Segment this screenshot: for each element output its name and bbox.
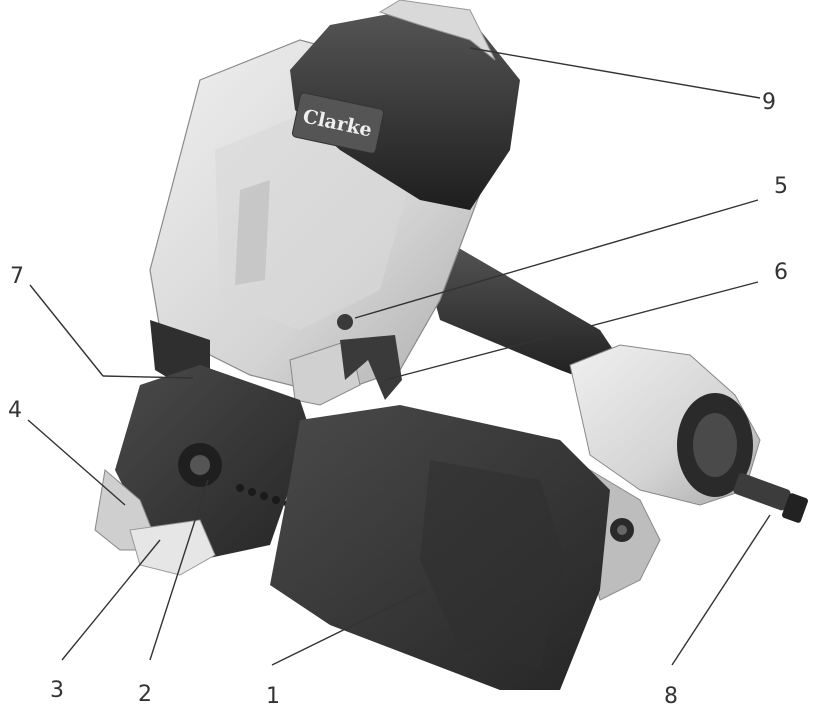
leader-line-8	[671, 514, 771, 666]
leader-line-4	[27, 419, 126, 506]
handle-grip	[425, 240, 620, 385]
callout-7: 7	[10, 264, 24, 289]
top-cap	[290, 10, 520, 210]
leader-line-9	[469, 47, 761, 99]
depth-adjust-knob	[337, 314, 353, 330]
callout-9: 9	[762, 90, 776, 115]
callout-3: 3	[50, 678, 64, 703]
leader-line-3	[61, 539, 161, 661]
leader-line-5	[354, 199, 759, 319]
exhaust-deflector	[378, 0, 496, 61]
callout-2: 2	[138, 682, 152, 707]
callout-4: 4	[8, 398, 22, 423]
trigger	[340, 335, 402, 400]
nose-guard	[129, 519, 216, 576]
leader-line-7	[29, 284, 104, 377]
air-fitting	[733, 473, 791, 511]
callout-1: 1	[266, 684, 280, 709]
callout-8: 8	[664, 684, 678, 709]
leader-line-7b	[102, 375, 194, 379]
brand-logo: Clarke	[291, 92, 384, 154]
leader-line-6	[384, 281, 759, 381]
leader-line-2	[149, 479, 209, 661]
callout-6: 6	[774, 260, 788, 285]
callout-5: 5	[774, 174, 788, 199]
leader-line-1	[271, 589, 426, 666]
